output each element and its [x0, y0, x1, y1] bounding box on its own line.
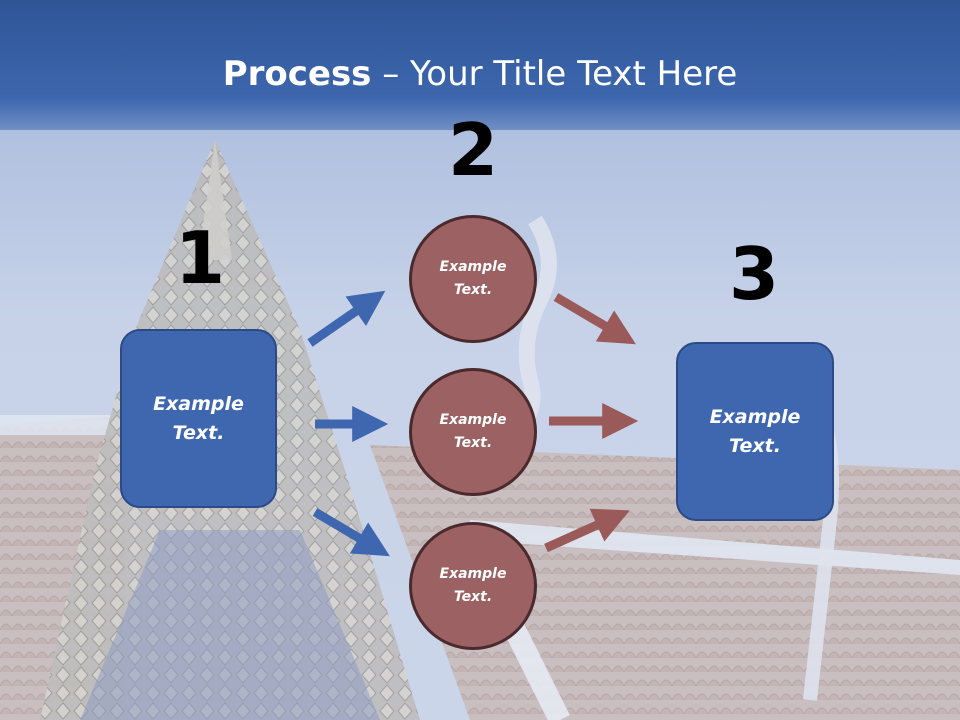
- title-bold-text: Process: [222, 54, 372, 94]
- arrow-bottom-to-3: [544, 508, 630, 553]
- step-3-text: Example Text.: [709, 405, 801, 457]
- slide-title: Process – Your Title Text Here: [0, 52, 960, 96]
- circle-middle: Example Text.: [409, 368, 537, 496]
- title-band: [0, 0, 960, 130]
- arrow-1-to-bottom: [312, 508, 390, 557]
- title-rest-text: – Your Title Text Here: [371, 54, 738, 94]
- circle-top-text: Example Text.: [439, 259, 507, 298]
- arrow-top-to-3: [553, 293, 636, 345]
- circle-bottom-text: Example Text.: [439, 566, 507, 605]
- step-number-2: 2: [447, 108, 499, 192]
- arrow-1-to-top: [307, 290, 386, 347]
- step-number-1: 1: [174, 216, 226, 300]
- step-3-box: Example Text.: [676, 342, 834, 521]
- step-1-box: Example Text.: [120, 329, 277, 508]
- circle-middle-text: Example Text.: [439, 412, 507, 451]
- circle-bottom: Example Text.: [409, 522, 537, 650]
- step-1-text: Example Text.: [153, 392, 244, 444]
- circle-top: Example Text.: [409, 215, 537, 343]
- step-number-3: 3: [728, 232, 780, 316]
